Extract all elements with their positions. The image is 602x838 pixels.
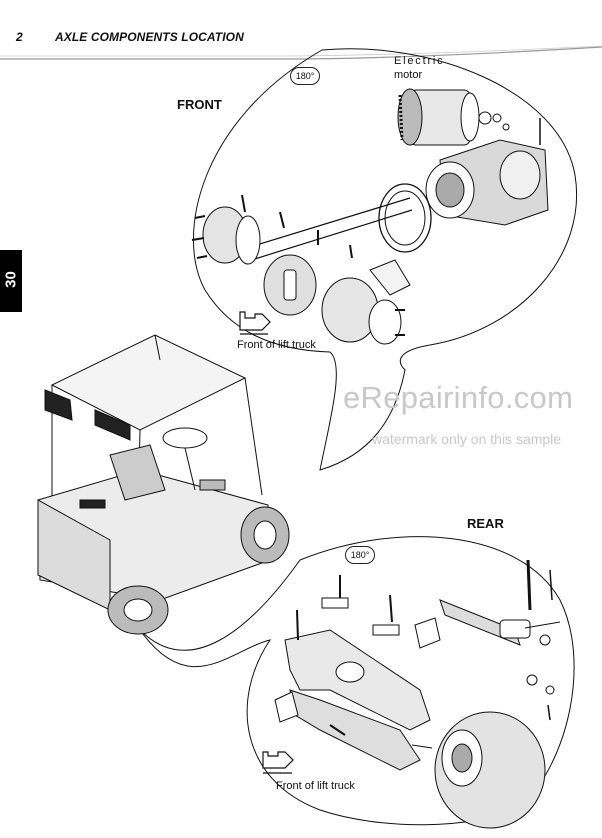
rear-direction-label: Front of lift truck — [276, 780, 355, 792]
forklift-truck-drawing — [37, 334, 290, 635]
front-direction-arrow-icon — [239, 311, 271, 335]
watermark: eRepairinfo.com — [343, 380, 574, 415]
front-direction-label: Front of lift truck — [237, 339, 316, 351]
front-section-label: FRONT — [177, 97, 222, 112]
front-callout-outline — [193, 48, 577, 471]
rear-section-label: REAR — [467, 516, 504, 531]
electric-motor-drawing — [397, 88, 480, 146]
motor-label: motor — [394, 69, 423, 81]
gearbox-drawing — [425, 139, 549, 226]
front-axle-parts — [191, 88, 549, 345]
rear-axle-parts — [274, 559, 561, 829]
watermark-note: watermark only on this sample — [372, 431, 562, 447]
electric-motor-label: Electric — [394, 55, 445, 67]
page-number: 2 — [16, 30, 23, 44]
front-rotation-badge: 180° — [290, 67, 320, 85]
chapter-tab: 30 — [0, 250, 22, 312]
rear-rotation-badge: 180° — [345, 546, 375, 564]
rear-direction-arrow-icon — [262, 751, 294, 774]
page-title: AXLE COMPONENTS LOCATION — [55, 30, 244, 44]
